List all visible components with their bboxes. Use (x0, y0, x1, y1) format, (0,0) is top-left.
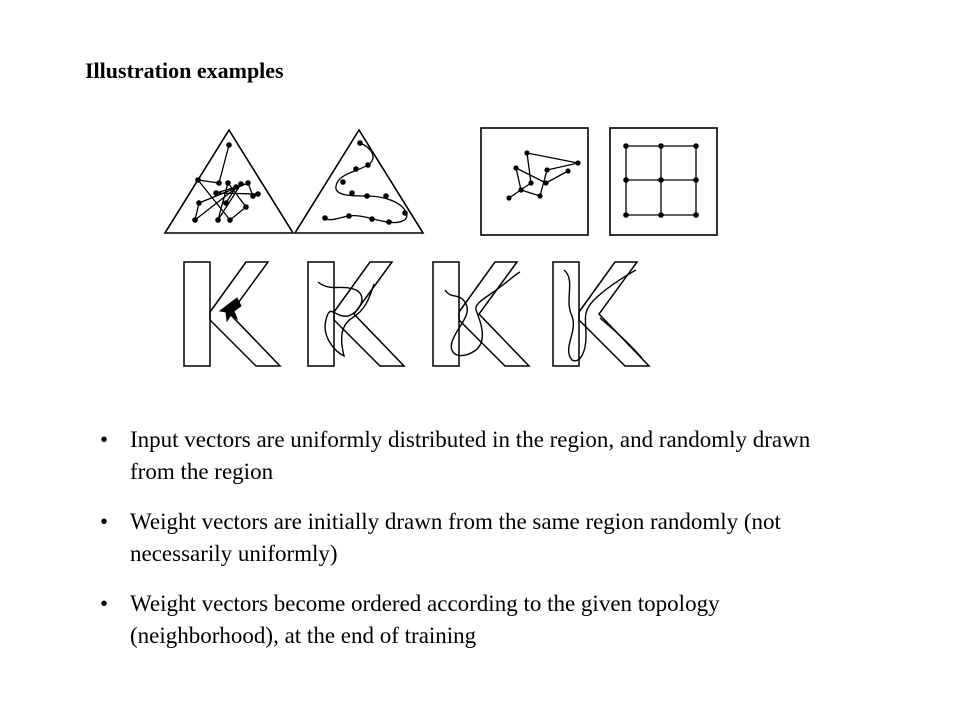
k-shape-4 (552, 261, 650, 367)
square-ordered-grid (609, 127, 718, 236)
bullet-dot: • (100, 591, 109, 616)
bullet-dot: • (100, 427, 109, 452)
bullet-item: • Input vectors are uniformly distribute… (100, 424, 860, 488)
k-shape-1 (183, 261, 281, 367)
triangle-random-weights (163, 128, 295, 234)
bullet-text: Weight vectors are initially drawn from … (130, 509, 781, 566)
k-shape-2 (307, 261, 405, 367)
bullet-item: • Weight vectors become ordered accordin… (100, 588, 860, 652)
bullet-list: • Input vectors are uniformly distribute… (100, 424, 860, 670)
bullet-dot: • (100, 509, 109, 534)
illustration-figure (163, 127, 718, 367)
square-random-grid (480, 127, 589, 236)
k-shape-3 (432, 261, 530, 367)
bullet-text: Weight vectors become ordered according … (130, 591, 720, 648)
bullet-text: Input vectors are uniformly distributed … (130, 427, 811, 484)
triangle-ordered-chain (293, 128, 425, 234)
slide-title: Illustration examples (85, 58, 284, 83)
bullet-item: • Weight vectors are initially drawn fro… (100, 506, 860, 570)
